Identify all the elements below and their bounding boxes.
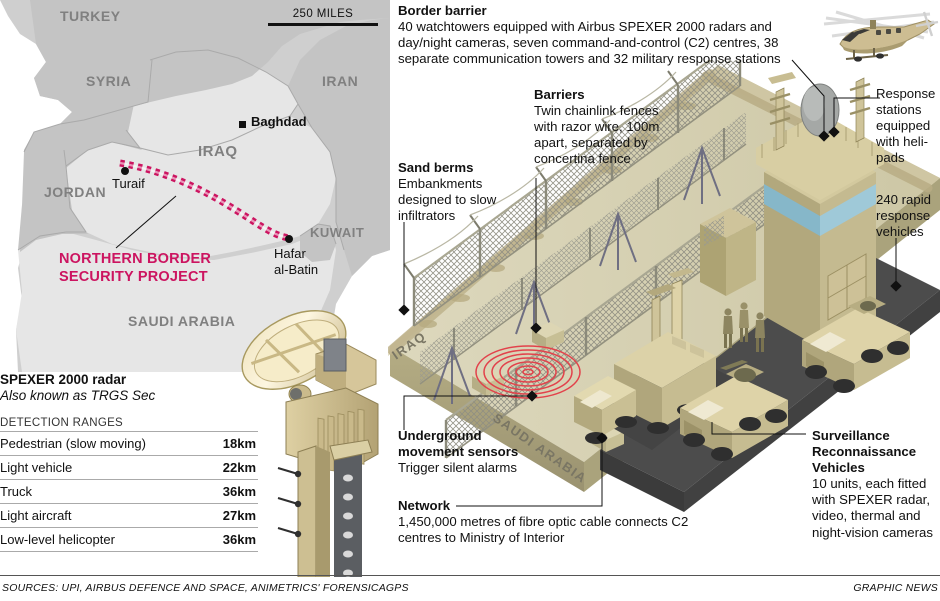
detection-range-value: 22km [207,455,258,480]
helicopter-illustration [823,10,939,62]
sensor-signal-rings [475,345,581,399]
city-marker-hafar-al-batin [285,235,293,243]
city-marker-turaif [121,167,129,175]
callout-barriers-head: Barriers [534,87,585,102]
leader-network [456,432,608,507]
callout-response-stations: Response stations equipped with heli-pad… [876,86,940,166]
callout-sand-berms-head: Sand berms [398,160,474,175]
callout-network-body: 1,450,000 metres of fibre optic cable co… [398,514,689,546]
map-scale-rule [268,23,378,26]
detection-range-target: Light aircraft [0,503,208,528]
detection-range-value: 36km [207,527,258,552]
callout-sand-berms: Sand berms Embankments designed to slow … [398,160,508,224]
footer-sources: SOURCES: UPI, AIRBUS DEFENCE AND SPACE, … [2,582,409,594]
map-label-jordan: JORDAN [44,184,107,200]
map-label-iran: IRAN [322,73,359,89]
callout-barriers: Barriers Twin chainlink fences with razo… [534,87,684,167]
detection-range-target: Low-level helicopter [0,527,208,552]
leader-response-stations [828,97,880,138]
callout-network: Network 1,450,000 metres of fibre optic … [398,498,698,546]
soldiers [723,302,765,352]
callout-surveillance-vehicles-head: Surveillance Reconnaissance Vehicles [812,428,917,476]
detection-ranges-label: DETECTION RANGES [0,417,124,429]
footer-bar: SOURCES: UPI, AIRBUS DEFENCE AND SPACE, … [0,575,940,601]
spexer-spec-panel: SPEXER 2000 radar Also known as TRGS Sec… [0,372,270,552]
callout-border-barrier-body: 40 watchtowers equipped with Airbus SPEX… [398,19,781,67]
leader-sand-berms [398,222,410,316]
city-marker-baghdad [239,121,246,128]
callout-response-stations-body: Response stations equipped with heli-pad… [876,86,936,166]
callout-rapid-response-vehicles-body: 240 rapid response vehicles [876,192,931,240]
detection-range-row: Pedestrian (slow moving)18km [0,431,258,456]
surveillance-vehicle [574,268,740,450]
city-label-baghdad: Baghdad [251,114,307,129]
callout-underground-sensors: Underground movement sensors Trigger sil… [398,428,548,476]
detection-range-target: Truck [0,479,208,504]
detection-range-target: Pedestrian (slow moving) [0,431,208,456]
map-label-syria: SYRIA [86,73,132,89]
callout-barriers-body: Twin chainlink fences with razor wire, 1… [534,103,660,167]
rapid-response-vehicle-2 [802,296,910,393]
spexer-subtitle: Also known as TRGS Sec [0,388,156,403]
map-label-kuwait: KUWAIT [310,225,365,240]
map-geometry [0,0,390,372]
callout-underground-sensors-body: Trigger silent alarms [398,460,517,476]
detection-range-value: 18km [207,431,258,456]
leader-rapid-response-vehicles [890,238,902,292]
city-label-turaif: Turaif [112,176,145,191]
leader-underground-sensors [403,390,538,430]
callout-rapid-response-vehicles: 240 rapid response vehicles [876,192,940,240]
map-label-saudi-arabia: SAUDI ARABIA [128,313,236,329]
callout-border-barrier-head: Border barrier [398,3,487,18]
city-label-hafar-al-batin: Hafar al-Batin [274,246,319,277]
leader-barriers [530,178,542,334]
callout-sand-berms-body: Embankments designed to slow infiltrator… [398,176,497,224]
map-label-turkey: TURKEY [60,8,121,24]
leader-surveillance-vehicles [711,422,806,435]
callout-surveillance-vehicles-body: 10 units, each fitted with SPEXER radar,… [812,476,933,540]
regional-map: 250 MILES TURKEY SYRIA IRAN IRAQ JORDAN … [0,0,390,372]
map-project-label: NORTHERN BORDER SECURITY PROJECT [59,251,212,286]
footer-brand: GRAPHIC NEWS [853,582,938,594]
callout-surveillance-vehicles: Surveillance Reconnaissance Vehicles 10 … [812,428,940,541]
detection-range-target: Light vehicle [0,455,208,480]
detection-range-value: 36km [207,479,258,504]
callout-underground-sensors-head: Underground movement sensors [398,428,519,460]
spexer-radar-illustration [241,310,379,577]
spexer-title: SPEXER 2000 radar [0,372,127,387]
map-scale-bar: 250 MILES [268,8,378,26]
callout-border-barrier: Border barrier 40 watchtowers equipped w… [398,3,816,67]
leader-border-barrier [791,59,830,142]
border-barrier-3d-illustration: IRAQ SAUDI ARABIA [388,60,940,512]
map-label-iraq: IRAQ [198,143,238,160]
map-scale-label: 250 MILES [292,8,354,20]
callout-network-head: Network [398,498,451,513]
detection-range-value: 27km [207,503,258,528]
rapid-response-vehicle-1 [680,360,788,461]
